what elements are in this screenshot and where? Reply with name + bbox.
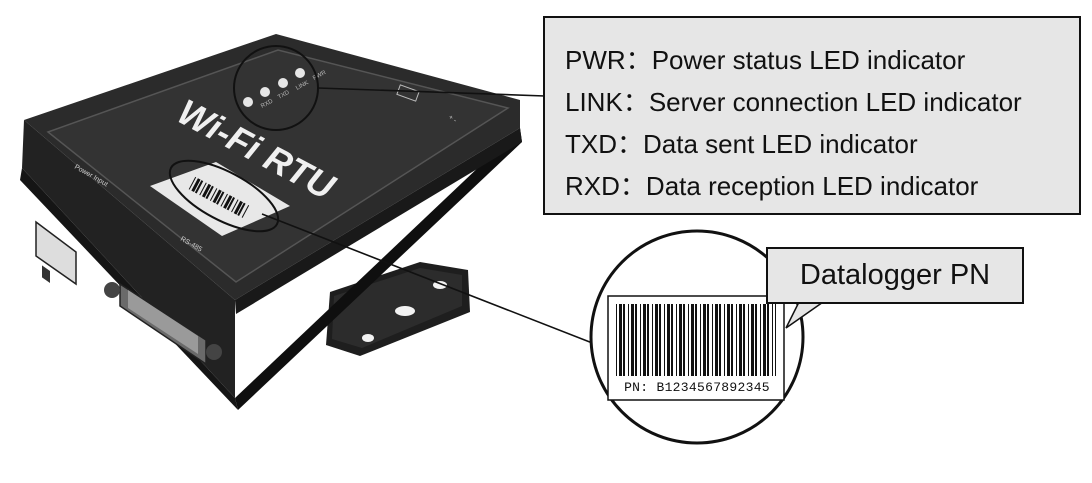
legend-row-link: LINK：Server connection LED indicator [565,87,1022,117]
barcode-bar [775,304,776,376]
barcode-bar [223,195,233,209]
legend-row-pwr: PWR：Power status LED indicator [565,45,966,75]
barcode-bar [743,304,745,376]
barcode-bar [748,304,749,376]
barcode-bar [724,304,725,376]
barcode-bar [667,304,670,376]
barcode-bar [241,205,250,218]
barcode-bar [647,304,649,376]
legend-desc: Data sent LED indicator [643,129,918,159]
barcode-bar [763,304,766,376]
barcode-bar [631,304,634,376]
legend-row-rxd: RXD：Data reception LED indicator [565,171,979,201]
legend-code: TXD [565,129,617,159]
barcode-bar [212,189,222,204]
barcode-bar [767,304,769,376]
barcode-bar [220,193,228,207]
barcode-bar [233,200,243,215]
device-enclosure [20,34,522,410]
legend-code: RXD [565,171,620,201]
led-link [278,78,288,88]
barcode-bar [191,178,201,193]
device-barcode-bars [188,176,250,218]
barcode-bar [719,304,721,376]
barcode-bar [739,304,742,376]
barcode-bar [652,304,653,376]
barcode-bar [199,182,207,196]
barcode-bar [671,304,673,376]
legend-desc: Server connection LED indicator [648,87,1022,117]
barcode-bar [201,183,212,198]
led-rxd [243,97,253,107]
led-txd [260,87,270,97]
led-legend-box: PWR：Power status LED indicator LINK：Serv… [543,16,1081,215]
barcode-bar [616,304,617,376]
legend-code: LINK [565,87,623,117]
led-label-rxd: RXD [260,98,275,110]
barcode-bar [628,304,629,376]
barcode-bar [772,304,773,376]
barcode-bar [751,304,754,376]
barcode-bar [226,197,235,211]
barcode-bar [760,304,761,376]
barcode-bar [727,304,730,376]
mounting-bracket [326,262,470,356]
barcode-bar [691,304,694,376]
pn-barcode-bars [616,304,776,376]
led-label-txd: TXD [277,90,291,101]
barcode-bar [664,304,665,376]
device-barcode-label [150,162,290,236]
terminal-block [35,220,77,286]
barcode-bar [643,304,646,376]
barcode-bar [715,304,718,376]
led-pwr [295,68,305,78]
datalogger-pn-callout: Datalogger PN [766,247,1024,304]
barcode-bar [640,304,641,376]
led-label-link: LINK [295,80,310,92]
barcode-bar [209,188,218,201]
barcode-bar [623,304,625,376]
legend-row-txd: TXD：Data sent LED indicator [565,129,918,159]
leader-line-led [317,87,546,97]
barcode-bar [755,304,757,376]
legend-desc: Power status LED indicator [651,45,966,75]
barcode-bar [659,304,661,376]
barcode-bar [683,304,685,376]
pn-magnifier [589,229,829,445]
barcode-bar [700,304,701,376]
leader-line-pn [261,213,601,347]
barcode-bar [655,304,658,376]
barcode-bar [731,304,733,376]
legend-code: PWR [565,45,626,75]
barcode-highlight-ellipse [168,159,280,233]
legend-desc: Data reception LED indicator [645,171,979,201]
barcode-bar [679,304,682,376]
device-ports [35,220,222,366]
barcode-bar [188,176,197,190]
barcode-bar [736,304,737,376]
barcode-bar [688,304,689,376]
barcode-bar [703,304,706,376]
barcode-bar [231,199,239,213]
barcode-bar [712,304,713,376]
barcode-bar [635,304,637,376]
svg-text:+ -: + - [447,114,458,125]
barcode-bar [216,191,225,205]
pn-number-text: PN: B1234567892345 [624,380,770,395]
barcode-bar [237,202,246,216]
barcode-bar [205,185,214,200]
barcode-bar [194,180,204,194]
barcode-bar [695,304,697,376]
barcode-bar [676,304,677,376]
barcode-bar [707,304,709,376]
barcode-bar [619,304,622,376]
